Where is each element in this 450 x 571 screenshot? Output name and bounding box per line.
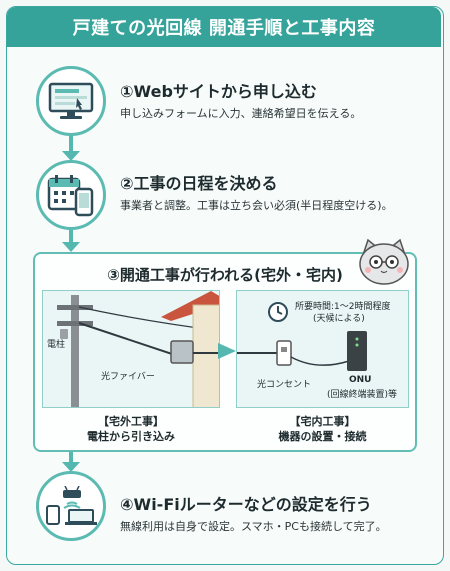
cat-mascot-icon [359,238,409,285]
outdoor-caption-line1: 【宅外工事】 [98,415,164,428]
utility-pole-icon [57,291,219,407]
step1-icon [36,66,106,136]
outlet-label: 光コンセント [257,380,312,390]
step2-desc: 事業者と調整。工事は立ち会い必須(半日程度空ける)。 [120,199,393,212]
devices-icon [46,486,97,525]
onu-label-2: (回線終端装置)等 [327,390,398,400]
indoor-scene: 所要時間:1〜2時間程度 (天候による) 光コンセント ONU (回線終端装置)… [236,290,409,408]
flow-arrow-1 [62,151,80,161]
flow-arrow-2 [62,242,80,252]
flow-connector-2 [69,226,73,246]
clock-icon [268,302,288,322]
computer-icon [48,82,94,119]
step4-icon [36,471,106,541]
step1-title: ①Webサイトから申し込む [120,82,317,101]
step3-title: ③開通工事が行われる(宅外・宅内) [107,266,343,284]
scene-arrow-icon [218,343,236,359]
time-label-1: 所要時間:1〜2時間程度 [295,302,391,312]
outdoor-caption: 【宅外工事】 電柱から引き込み [42,414,220,444]
onu-label-1: ONU [349,375,372,385]
outdoor-scene: 電柱 光ファイバー [42,290,220,408]
page-title: 戸建ての光回線 開通手順と工事内容 [7,7,441,47]
step4-title: ④Wi-Fiルーターなどの設定を行う [120,495,372,514]
step1-desc: 申し込みフォームに入力、連絡希望日を伝える。 [120,107,362,120]
onu-device-icon [237,331,367,371]
step2-icon [36,160,106,230]
flow-arrow-3 [62,462,80,472]
indoor-caption-line2: 機器の設置・接続 [278,430,367,443]
indoor-caption-line1: 【宅内工事】 [289,415,356,428]
flow-connector-1 [69,133,73,159]
flow-connector-3 [69,450,73,466]
time-label-2: (天候による) [313,314,365,324]
step2-title: ②工事の日程を決める [120,174,278,193]
outdoor-caption-line2: 電柱から引き込み [87,430,175,443]
pole-label: 電柱 [47,340,66,350]
fiber-label: 光ファイバー [101,372,155,382]
calendar-phone-icon [47,175,94,217]
step4-desc: 無線利用は自身で設定。スマホ・PCも接続して完了。 [120,520,387,533]
indoor-caption: 【宅内工事】 機器の設置・接続 [236,414,409,444]
